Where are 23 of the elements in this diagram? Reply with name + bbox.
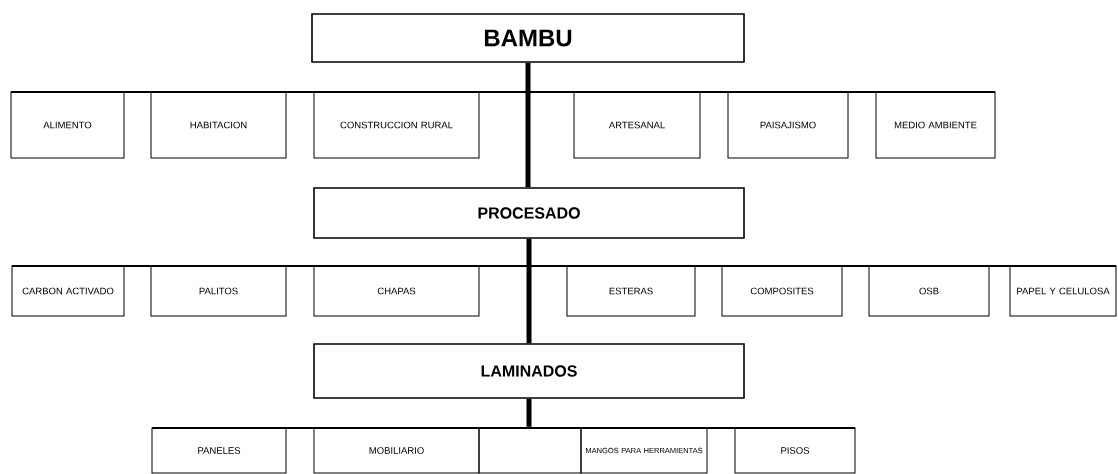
connector-line xyxy=(525,62,531,188)
connector-line xyxy=(526,398,532,427)
item-box: MOBILIARIO xyxy=(313,427,480,474)
title-box: BAMBU xyxy=(311,13,745,63)
item-box: CONSTRUCCION RURAL xyxy=(313,91,480,159)
category-box: LAMINADOS xyxy=(313,343,745,399)
item-box: PAPEL Y CELULOSA xyxy=(1009,265,1117,317)
item-box: HABITACION xyxy=(150,91,287,159)
item-box: MEDIO AMBIENTE xyxy=(875,91,996,159)
item-box: PANELES xyxy=(151,427,287,474)
item-box: PALITOS xyxy=(150,265,287,317)
category-box: PROCESADO xyxy=(313,187,745,239)
item-box: ALIMENTO xyxy=(10,91,125,159)
item-box: CHAPAS xyxy=(313,265,480,317)
connector-line xyxy=(526,238,532,344)
item-box: COMPOSITES xyxy=(721,265,843,317)
item-box: OSB xyxy=(868,265,990,317)
item-box: CARBON ACTIVADO xyxy=(11,265,125,317)
item-box: ARTESANAL xyxy=(573,91,701,159)
item-box: PAISAJISMO xyxy=(727,91,849,159)
item-box: PISOS xyxy=(734,427,856,474)
empty-box xyxy=(478,427,582,474)
item-box: ESTERAS xyxy=(566,265,696,317)
